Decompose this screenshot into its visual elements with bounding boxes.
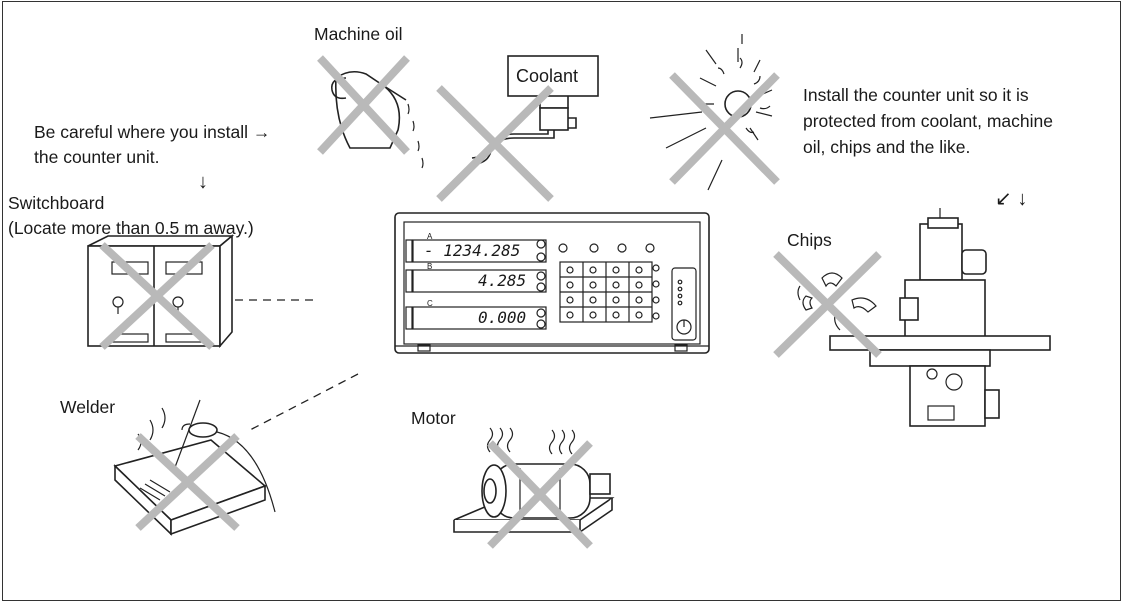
counter-unit-illustration xyxy=(394,212,710,354)
arrows-down-icon: ↙ ↓ xyxy=(995,188,1028,210)
milling-machine-illustration xyxy=(829,208,1051,427)
label-switchboard: Switchboard xyxy=(8,193,105,213)
label-coolant: Coolant xyxy=(516,66,579,86)
cross-mark-welder xyxy=(135,433,240,531)
label-welder: Welder xyxy=(60,397,116,417)
counter-display-a: - 1234.285 xyxy=(424,241,520,260)
welder-distance-line xyxy=(249,373,359,431)
counter-display-b: 4.285 xyxy=(478,271,526,290)
welder-illustration xyxy=(113,399,276,536)
counter-axis-b-label: B xyxy=(427,262,432,271)
cross-mark-chips-top xyxy=(669,72,780,185)
label-careful-line1: Be careful where you install → xyxy=(34,122,271,142)
cross-mark-coolant xyxy=(436,85,554,202)
counter-axis-a-label: A xyxy=(427,232,433,241)
label-careful-line2: the counter unit. xyxy=(34,147,160,167)
label-install-line1: Install the counter unit so it is xyxy=(803,85,1029,105)
label-install-line3: oil, chips and the like. xyxy=(803,137,971,157)
label-machine-oil: Machine oil xyxy=(314,24,403,44)
chips-spray-illustration xyxy=(797,272,877,331)
counter-axis-c-label: C xyxy=(427,299,433,308)
label-install-line2: protected from coolant, machine xyxy=(803,111,1053,131)
cross-mark-chips-machine xyxy=(773,251,882,358)
counter-display-c: 0.000 xyxy=(478,308,526,327)
arrow-down-icon: ↓ xyxy=(198,171,208,193)
label-motor: Motor xyxy=(411,408,456,428)
cross-mark-motor xyxy=(487,440,593,549)
label-switchboard-note: (Locate more than 0.5 m away.) xyxy=(8,218,254,238)
label-chips: Chips xyxy=(787,230,832,250)
cross-mark-oil xyxy=(317,55,410,155)
cross-mark-switchboard xyxy=(99,242,215,350)
